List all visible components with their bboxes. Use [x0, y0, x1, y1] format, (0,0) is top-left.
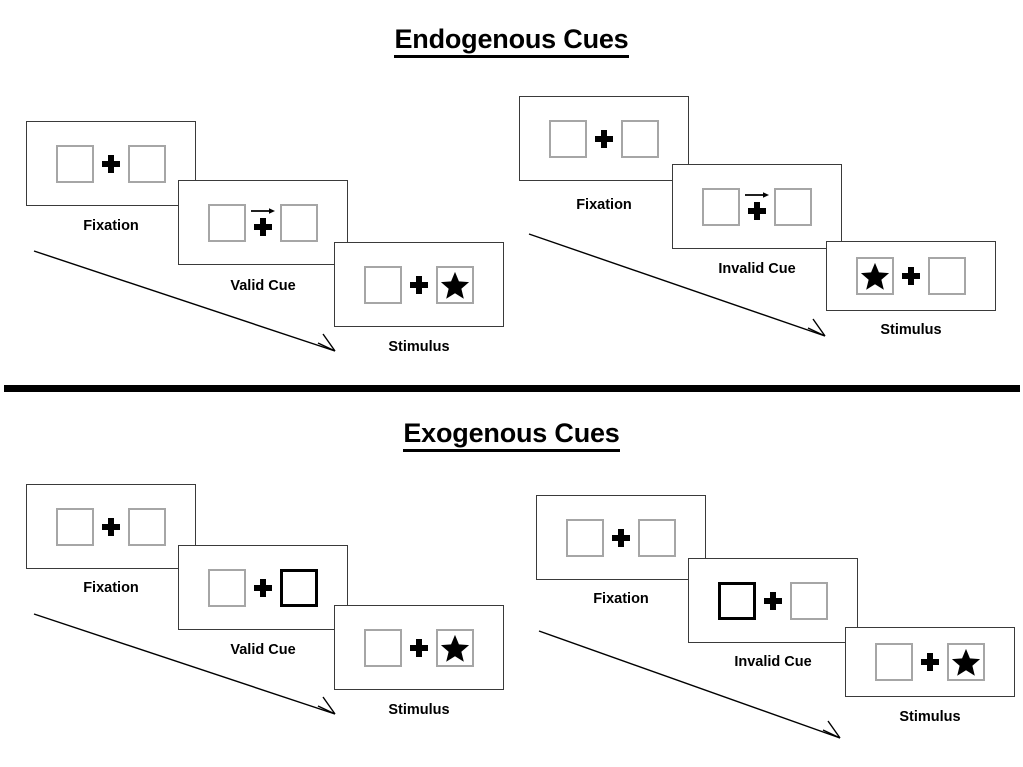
section-title-exogenous-text: Exogenous Cues — [403, 418, 620, 452]
plus-cross-icon — [595, 129, 613, 148]
trial-panel-endogenous-valid-cue — [178, 180, 348, 265]
trial-panel-exogenous-invalid-stimulus — [845, 627, 1015, 697]
right-placeholder-box — [128, 507, 166, 546]
left-placeholder-box — [549, 119, 587, 158]
left-placeholder-box — [364, 628, 402, 667]
left-placeholder-box-cued — [718, 581, 756, 620]
trial-panel-exogenous-valid-fixation — [26, 484, 196, 569]
caption-exogenous-invalid-stimulus: Stimulus — [899, 709, 961, 725]
arrow-right-icon — [744, 190, 770, 199]
arrow-right-icon — [250, 206, 276, 215]
plus-cross-icon — [902, 267, 920, 285]
exogenous-invalid-time-arrow — [535, 625, 855, 750]
trial-panel-endogenous-invalid-fixation — [519, 96, 689, 181]
caption-endogenous-invalid-cue: Invalid Cue — [718, 261, 796, 277]
plus-cross-icon — [748, 201, 766, 220]
plus-cross-icon — [921, 653, 939, 671]
caption-endogenous-invalid-fixation: Fixation — [576, 197, 632, 213]
left-placeholder-box — [856, 257, 894, 295]
right-placeholder-box — [790, 581, 828, 620]
trial-panel-exogenous-invalid-fixation — [536, 495, 706, 580]
trial-panel-endogenous-valid-fixation — [26, 121, 196, 206]
caption-endogenous-valid-fixation: Fixation — [83, 218, 139, 234]
fixation-cross-container — [94, 508, 128, 546]
section-title-exogenous: Exogenous Cues — [0, 418, 1023, 452]
plus-cross-icon — [612, 528, 630, 547]
right-placeholder-box-cued — [280, 568, 318, 607]
trial-panel-exogenous-valid-stimulus — [334, 605, 504, 690]
star-icon — [440, 270, 470, 300]
fixation-cross-container — [402, 629, 436, 667]
trial-panel-endogenous-invalid-stimulus — [826, 241, 996, 311]
fixation-cross-container — [894, 257, 928, 295]
right-placeholder-box — [947, 643, 985, 681]
fixation-cross-container — [94, 145, 128, 183]
fixation-cross-container — [604, 519, 638, 557]
right-placeholder-box — [128, 144, 166, 183]
section-title-endogenous-text: Endogenous Cues — [394, 24, 629, 58]
caption-exogenous-valid-fixation: Fixation — [83, 580, 139, 596]
trial-panel-exogenous-valid-cue — [178, 545, 348, 630]
right-placeholder-box — [280, 203, 318, 242]
fixation-cross-container — [913, 643, 947, 681]
star-icon — [860, 261, 890, 291]
plus-cross-icon — [254, 217, 272, 236]
caption-exogenous-invalid-cue: Invalid Cue — [734, 654, 812, 670]
left-placeholder-box — [566, 518, 604, 557]
left-placeholder-box — [56, 507, 94, 546]
fixation-cross-container — [402, 266, 436, 304]
plus-cross-icon — [410, 638, 428, 657]
right-placeholder-box — [638, 518, 676, 557]
right-placeholder-box — [774, 187, 812, 226]
caption-endogenous-invalid-stimulus: Stimulus — [880, 322, 942, 338]
trial-panel-endogenous-valid-stimulus — [334, 242, 504, 327]
caption-endogenous-valid-stimulus: Stimulus — [388, 339, 450, 355]
right-placeholder-box — [436, 628, 474, 667]
plus-cross-icon — [102, 517, 120, 536]
fixation-cross-container — [246, 204, 280, 242]
right-placeholder-box — [928, 257, 966, 295]
plus-cross-icon — [102, 154, 120, 173]
plus-cross-icon — [254, 578, 272, 597]
trial-panel-exogenous-invalid-cue — [688, 558, 858, 643]
left-placeholder-box — [364, 265, 402, 304]
right-placeholder-box — [436, 265, 474, 304]
trial-panel-endogenous-invalid-cue — [672, 164, 842, 249]
fixation-cross-container — [756, 582, 790, 620]
left-placeholder-box — [875, 643, 913, 681]
plus-cross-icon — [764, 591, 782, 610]
left-placeholder-box — [208, 203, 246, 242]
caption-exogenous-invalid-fixation: Fixation — [593, 591, 649, 607]
plus-cross-icon — [410, 275, 428, 294]
section-divider — [4, 385, 1020, 392]
star-icon — [951, 647, 981, 677]
fixation-cross-container — [587, 120, 621, 158]
section-title-endogenous: Endogenous Cues — [0, 24, 1023, 58]
left-placeholder-box — [702, 187, 740, 226]
caption-exogenous-valid-stimulus: Stimulus — [388, 702, 450, 718]
right-placeholder-box — [621, 119, 659, 158]
fixation-cross-container — [246, 569, 280, 607]
left-placeholder-box — [56, 144, 94, 183]
left-placeholder-box — [208, 568, 246, 607]
star-icon — [440, 633, 470, 663]
fixation-cross-container — [740, 188, 774, 226]
caption-endogenous-valid-cue: Valid Cue — [230, 278, 296, 294]
caption-exogenous-valid-cue: Valid Cue — [230, 642, 296, 658]
